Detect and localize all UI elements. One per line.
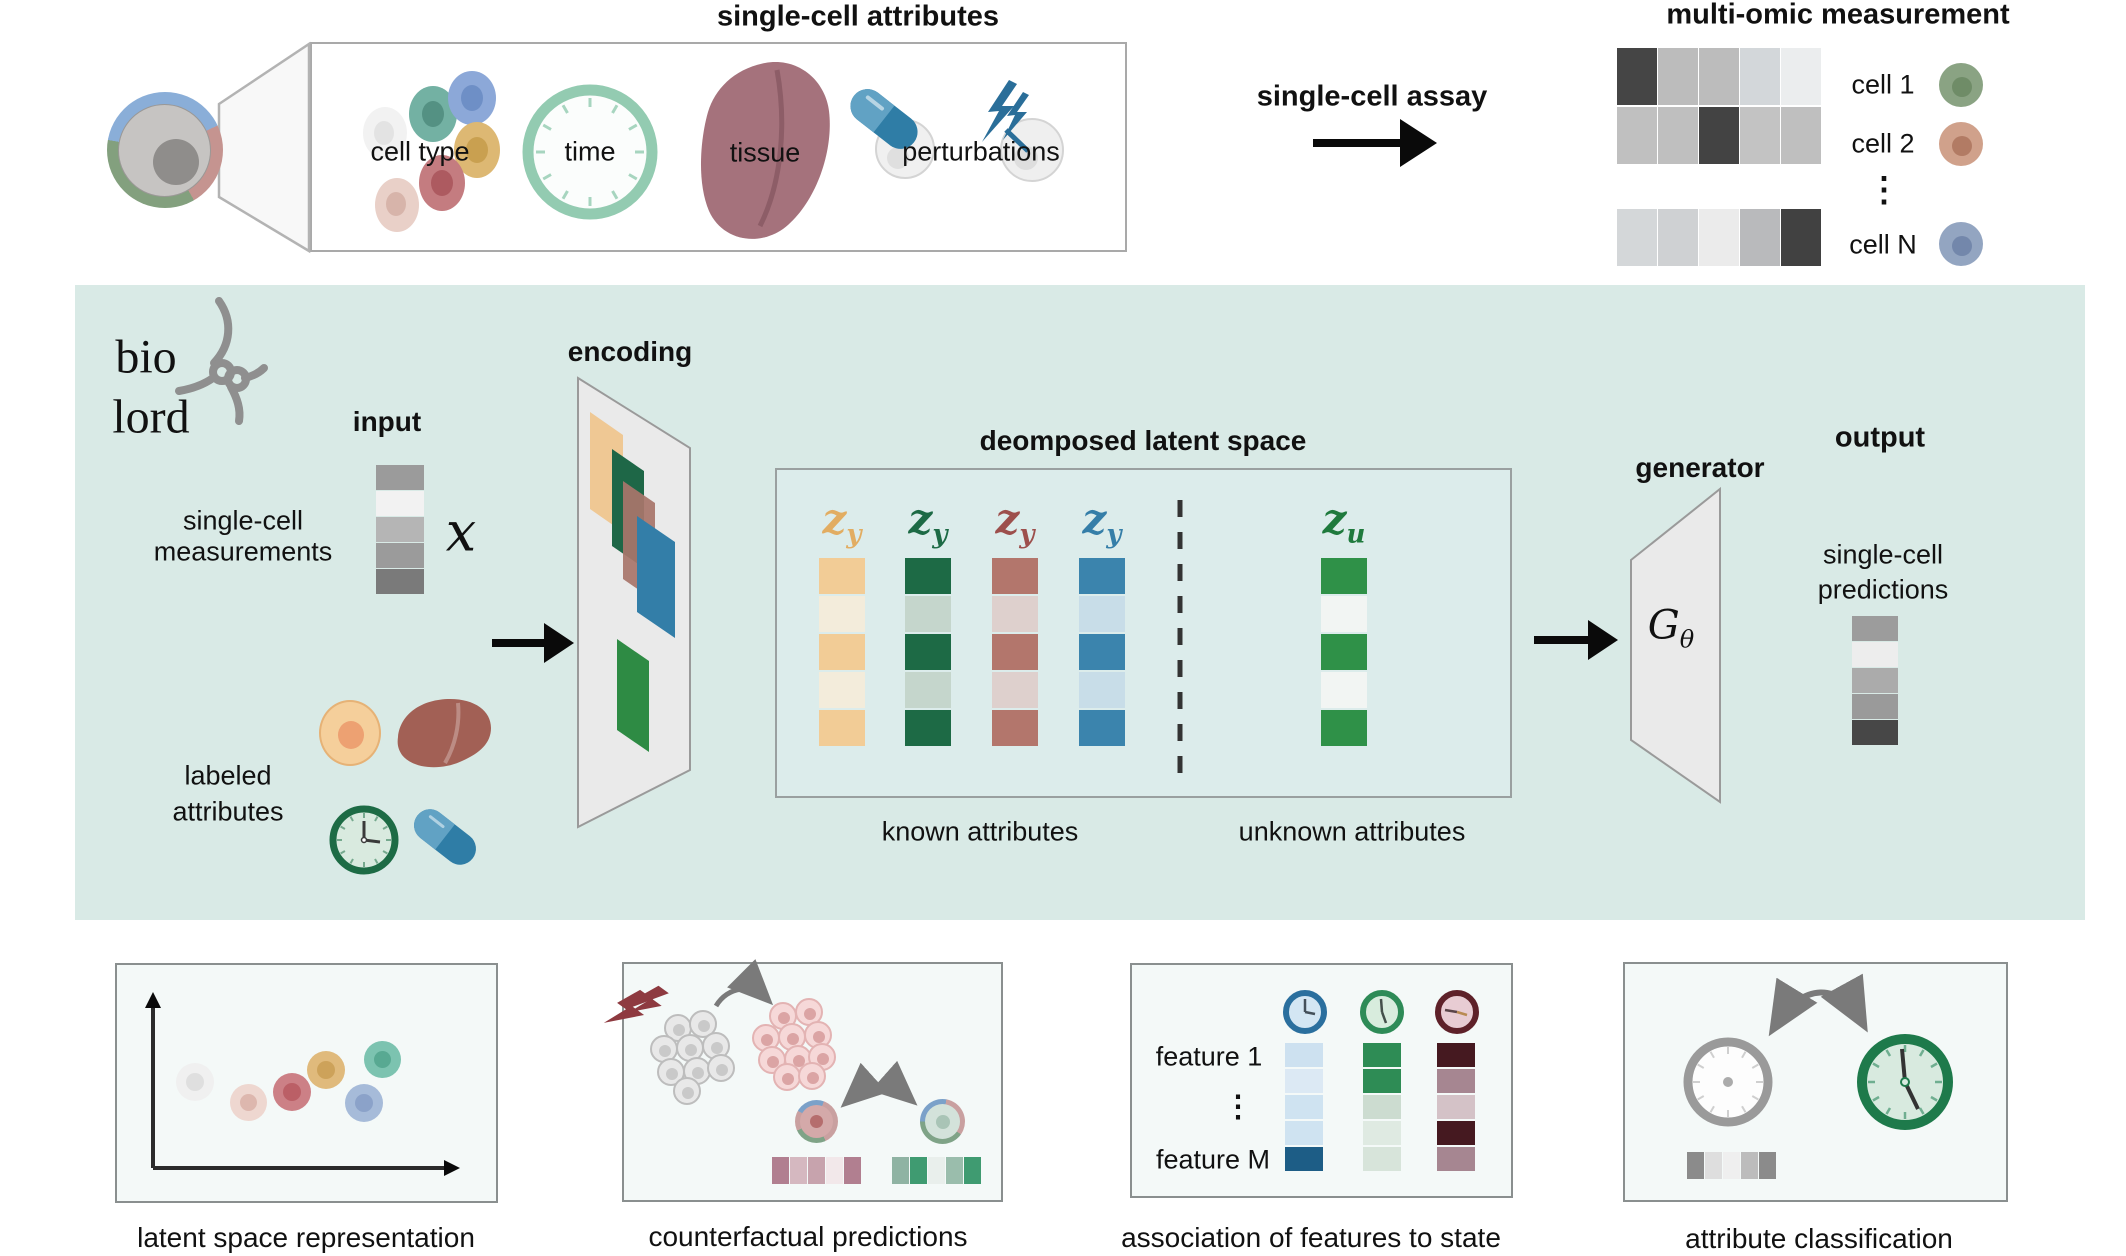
latent-column-red (992, 558, 1038, 746)
state-clock-green (1360, 990, 1404, 1034)
labeled-clock-icon (329, 805, 399, 875)
feature-column-red (1437, 1043, 1475, 1171)
attribute-strip (1687, 1152, 1776, 1179)
single-cell-icon (107, 92, 223, 208)
unknown-attributes-label: unknown attributes (1238, 816, 1466, 847)
measurements-label-line1: single-cell (182, 505, 304, 536)
time-clock-icon (522, 84, 658, 220)
latent-title: deomposed latent space (979, 425, 1307, 456)
predictions-label-line2: predictions (1817, 574, 1949, 605)
cell1-label: cell 1 (1851, 69, 1915, 100)
measurement-title: multi-omic measurement (1666, 0, 2010, 31)
scatter-dot (230, 1084, 267, 1121)
ring-cell-green (920, 1099, 965, 1144)
logo-lord: lord (112, 390, 190, 444)
cell-body (118, 104, 211, 197)
labeled-label-line2: attributes (172, 796, 284, 827)
state-clock-blue (1283, 990, 1327, 1034)
heatmap-row (1617, 48, 1821, 105)
input-vector (376, 465, 424, 594)
scatter-dot (176, 1063, 214, 1101)
cluster-cell (375, 178, 419, 232)
encoding-label: encoding (567, 336, 693, 367)
cellN-label: cell N (1849, 229, 1917, 260)
zy-label-green: zy (908, 494, 948, 550)
zy-label-yellow: zy (822, 494, 862, 550)
cluster-cell (419, 155, 465, 211)
logo-bio: bio (115, 330, 177, 384)
caption-counterfactual: counterfactual predictions (648, 1221, 968, 1252)
cell2-label: cell 2 (1851, 128, 1915, 159)
assay-label: single-cell assay (1256, 80, 1488, 113)
measurements-label-line2: measurements (153, 536, 333, 567)
output-vector (1852, 616, 1898, 745)
featureM-label: feature M (1155, 1144, 1271, 1175)
known-attributes-label: known attributes (881, 816, 1079, 847)
labeled-label-line1: labeled (184, 760, 272, 791)
scatter-dot (345, 1084, 383, 1122)
tissue-label: tissue (729, 137, 801, 168)
cellN-icon (1939, 222, 1983, 266)
scatter-dot (273, 1073, 311, 1111)
prediction-strip-green (892, 1157, 981, 1184)
zu-label: zu (1322, 494, 1366, 550)
latent-column-unknown (1321, 558, 1367, 746)
cell-type-label: cell type (370, 136, 470, 167)
latent-column-yellow (819, 558, 865, 746)
feature-column-green (1363, 1043, 1401, 1171)
cell-nucleus (153, 139, 199, 185)
scatter-dot (307, 1051, 345, 1089)
cluster-cell (448, 71, 496, 125)
cell1-icon (1939, 63, 1983, 107)
predictions-label-line1: single-cell (1822, 539, 1944, 570)
features-ellipsis: ⋮ (1223, 1090, 1253, 1124)
feature1-label: feature 1 (1155, 1041, 1263, 1072)
latent-column-green (905, 558, 951, 746)
latent-column-blue (1079, 558, 1125, 746)
perturbations-label: perturbations (902, 136, 1060, 167)
input-label: input (352, 406, 422, 437)
attributes-title: single-cell attributes (716, 0, 1000, 33)
prediction-strip-red (772, 1157, 861, 1184)
zoom-wedge (217, 41, 311, 254)
caption-latent-space: latent space representation (137, 1222, 475, 1253)
input-symbol: x (445, 500, 477, 564)
state-clock-red (1435, 990, 1479, 1034)
zy-label-red: zy (995, 494, 1035, 550)
cluster-cell (409, 86, 457, 142)
classified-clock-icon (1857, 1034, 1953, 1130)
rows-ellipsis: ⋮ (1867, 171, 1901, 209)
caption-feature-association: association of features to state (1121, 1222, 1501, 1253)
assay-arrow (1313, 119, 1437, 167)
output-label: output (1834, 421, 1926, 454)
scatter-dot (364, 1041, 401, 1078)
caption-attribute-classification: attribute classification (1685, 1223, 1953, 1254)
unlabeled-clock-icon (1683, 1037, 1773, 1127)
labeled-cell-icon (319, 700, 381, 766)
cell2-icon (1939, 122, 1983, 166)
zy-label-blue: zy (1082, 494, 1122, 550)
heatmap-row (1617, 107, 1821, 164)
feature-column-blue (1285, 1043, 1323, 1171)
cluster-cell (363, 107, 407, 159)
heatmap-row (1617, 209, 1821, 266)
ring-cell-red (795, 1100, 838, 1143)
generator-label: generator (1635, 452, 1765, 483)
time-label: time (564, 136, 616, 167)
generator-symbol: Gθ (1647, 602, 1695, 654)
latent-space-box (775, 468, 1512, 798)
